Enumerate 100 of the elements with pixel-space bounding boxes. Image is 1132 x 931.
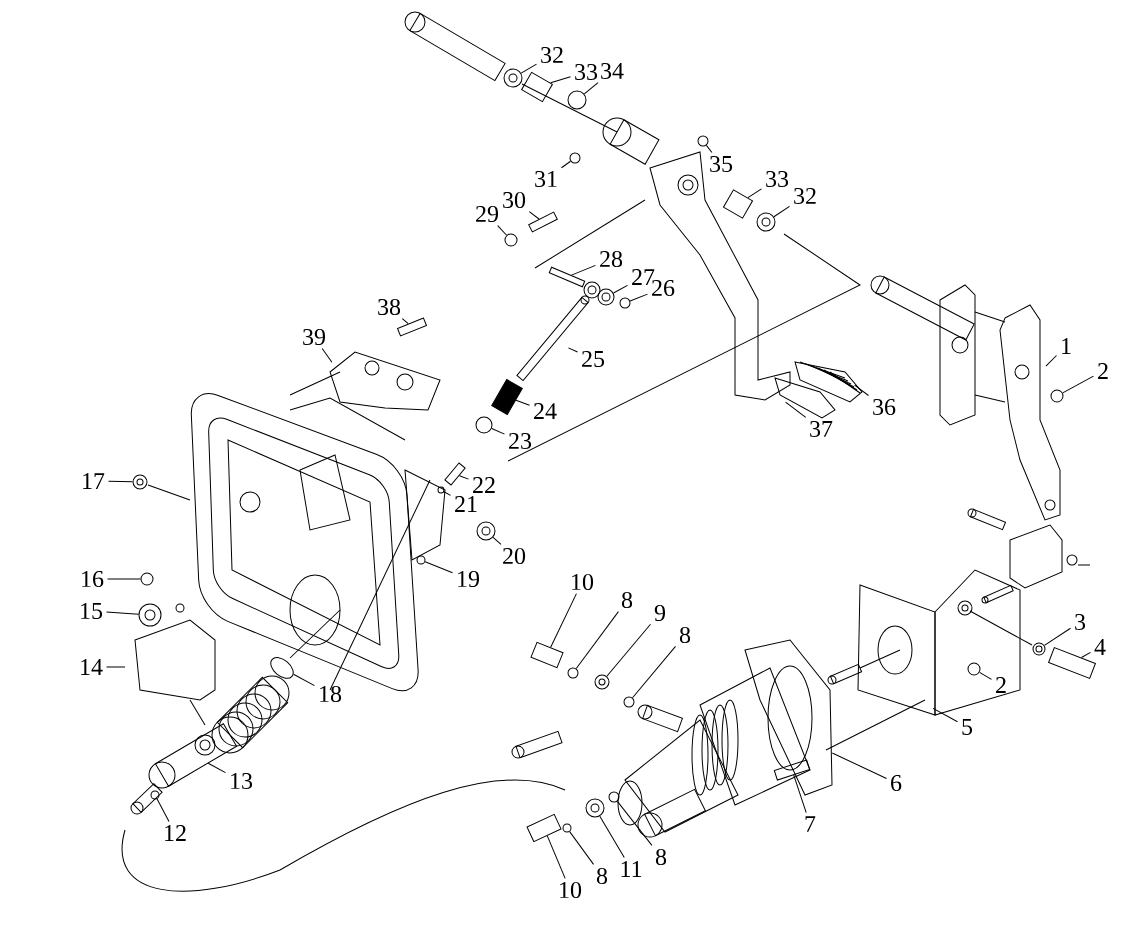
callout-number: 23 — [509, 432, 532, 450]
callout-number: 3 — [1075, 613, 1086, 631]
callout-number: 25 — [582, 350, 605, 368]
leader-line — [583, 82, 599, 95]
callout-number: 32 — [794, 187, 816, 205]
callout-number: 14 — [81, 659, 103, 675]
leader-line — [550, 76, 571, 84]
callout-number: 5 — [962, 719, 973, 735]
leader-line — [443, 491, 451, 496]
callout-number: 4 — [1094, 639, 1106, 655]
ring — [608, 791, 620, 803]
callout-number: 17 — [83, 473, 105, 489]
callout-number: 8 — [621, 591, 633, 609]
bolt — [773, 759, 811, 781]
callout-number: 9 — [654, 604, 665, 622]
callout-number: 18 — [320, 685, 342, 703]
banjo-fitting — [594, 674, 610, 690]
leader-line — [1081, 651, 1091, 659]
leader-line — [520, 63, 537, 74]
leader-line — [497, 225, 508, 236]
callout-number: 30 — [503, 191, 526, 209]
ring — [619, 297, 631, 309]
callout-number: 39 — [303, 328, 325, 346]
leader-line — [854, 384, 869, 396]
callout-number: 32 — [541, 46, 563, 64]
leader-line — [106, 666, 126, 668]
pin — [548, 266, 586, 288]
leader-line — [424, 561, 453, 574]
bolt — [530, 641, 564, 669]
leader-line — [156, 798, 170, 823]
leader-line — [932, 707, 958, 723]
leader-line — [546, 835, 566, 879]
callout-number: 21 — [455, 496, 477, 512]
leader-line — [492, 536, 502, 545]
leader-line — [571, 264, 596, 276]
callout-number: 36 — [873, 398, 896, 416]
callout-number: 35 — [710, 155, 733, 173]
callout-number: 8 — [655, 848, 667, 866]
leader-line — [108, 480, 133, 483]
bolt-head — [504, 233, 518, 247]
ring — [567, 667, 579, 679]
leader-line — [599, 815, 625, 859]
callout-number: 15 — [81, 602, 103, 619]
plug — [132, 474, 148, 490]
leader-line — [401, 318, 409, 325]
callout-number: 1 — [1062, 338, 1071, 354]
leader-line — [106, 611, 140, 615]
callout-number: 37 — [810, 420, 833, 438]
callout-number: 20 — [503, 547, 526, 565]
leader-line — [491, 427, 505, 435]
washer — [756, 212, 776, 232]
leader-line — [550, 593, 577, 648]
callout-number: 33 — [766, 170, 789, 188]
callout-number: 19 — [458, 570, 479, 588]
callout-number: 10 — [572, 573, 594, 591]
leader-line — [561, 160, 572, 169]
leader-line — [793, 774, 807, 814]
leader-line — [107, 578, 141, 580]
leader-line — [632, 645, 676, 699]
leader-line — [606, 623, 651, 677]
ring — [150, 790, 160, 800]
nut — [697, 135, 709, 147]
callout-number: 6 — [891, 774, 902, 792]
bushing — [597, 288, 615, 306]
leader-line — [613, 284, 628, 294]
o-ring — [270, 657, 294, 679]
leader-line — [515, 399, 530, 406]
nut — [1050, 389, 1064, 403]
leader-line — [831, 752, 887, 779]
callout-number: 24 — [534, 403, 557, 419]
leader-line — [207, 762, 226, 774]
callout-number: 8 — [679, 626, 691, 644]
leader-line — [293, 673, 315, 687]
washer — [476, 521, 496, 541]
callout-number: 22 — [473, 477, 495, 493]
callout-number: 12 — [165, 825, 186, 841]
leader-line — [569, 831, 595, 865]
callout-number: 38 — [378, 298, 401, 316]
callout-number: 28 — [600, 250, 623, 268]
nut — [569, 152, 581, 164]
callout-number: 10 — [560, 881, 582, 899]
bearing — [723, 189, 754, 219]
bearing — [521, 71, 553, 103]
callout-number: 8 — [596, 867, 608, 885]
leader-line — [458, 475, 469, 480]
leader-line — [785, 401, 807, 418]
leader-line — [1045, 355, 1057, 367]
leader-line — [528, 211, 540, 220]
banjo-fitting — [585, 798, 605, 818]
leader-line — [629, 293, 648, 302]
leader-line — [979, 671, 992, 680]
leader-line — [616, 800, 653, 846]
boot — [475, 416, 493, 434]
bolt — [397, 317, 427, 337]
bolt — [528, 211, 558, 233]
callout-number: 29 — [476, 205, 498, 223]
leader-line — [321, 348, 333, 363]
nut — [437, 486, 445, 494]
bolt — [444, 462, 466, 486]
bolt — [1048, 647, 1096, 679]
